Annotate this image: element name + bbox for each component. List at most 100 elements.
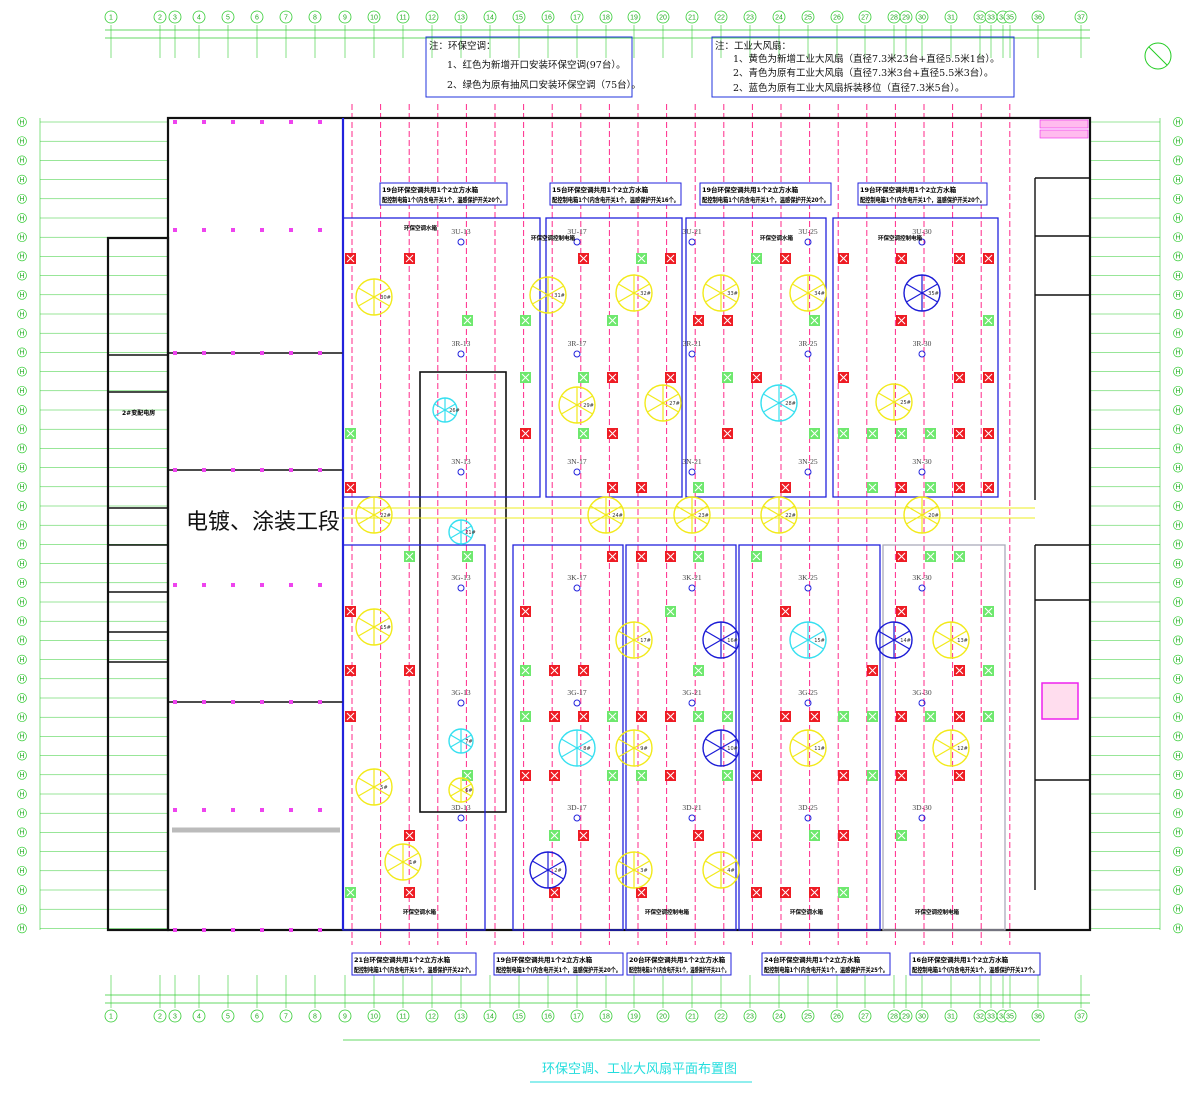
ac-group-line1: 20台环保空调共用1个2立方水箱 [629, 955, 726, 964]
column-dot [173, 468, 177, 472]
row-axis-bubble [1173, 462, 1183, 473]
column-dot [260, 700, 264, 704]
new-fan-icon: 1# [384, 843, 422, 881]
column-dot [260, 808, 264, 812]
axis-label: 21 [688, 15, 696, 22]
axis-label: 19 [630, 1014, 638, 1021]
ac-group-line1: 19台环保空调共用1个2立方水箱 [496, 955, 593, 964]
new-ac-unit-icon [780, 482, 791, 493]
fan-number: 4# [727, 868, 734, 874]
valve-icon [573, 468, 581, 476]
column-dot [173, 700, 177, 704]
column-dot [231, 928, 235, 932]
row-axis-bubble [17, 424, 27, 435]
fan-number: 15# [814, 638, 825, 644]
row-axis-bubble [17, 347, 27, 358]
row-axis-bubble [17, 366, 27, 377]
column-dot [289, 928, 293, 932]
axis-bubble [192, 1009, 206, 1023]
zone-label: 3R-25 [799, 339, 818, 348]
new-ac-unit-icon [578, 711, 589, 722]
axis-label: 27 [861, 1014, 869, 1021]
column-dot [318, 351, 322, 355]
axis-bubble [830, 1009, 844, 1023]
column-dot [260, 468, 264, 472]
existing-ac-unit-icon [983, 711, 994, 722]
axis-label: 4 [197, 15, 201, 22]
row-axis-label: H [1175, 177, 1180, 184]
row-axis-bubble [1173, 117, 1183, 127]
existing-ac-unit-icon [607, 770, 618, 781]
new-fan-icon: 29# [558, 386, 596, 424]
column-dot [173, 228, 177, 232]
ac-group-box [549, 182, 682, 206]
ac-zone-box [832, 217, 999, 498]
axis-bubble [512, 10, 526, 24]
new-ac-unit-icon [896, 253, 907, 264]
axis-label: 13 [457, 15, 465, 22]
zone-label: 3K-25 [798, 573, 817, 582]
row-axis-bubble [1173, 174, 1183, 185]
new-fan-icon: 22# [760, 496, 798, 534]
row-axis-label: H [1175, 580, 1180, 587]
relocated-fan-icon: 35# [903, 274, 941, 312]
column-dot [289, 583, 293, 587]
ac-group-line1: 19台环保空调共用1个2立方水箱 [382, 185, 479, 194]
new-ac-unit-icon [809, 711, 820, 722]
new-fan-icon: 12# [932, 729, 970, 767]
axis-label: 31 [947, 15, 955, 22]
row-axis-bubble [17, 827, 27, 838]
axis-bubble [454, 1009, 468, 1023]
axis-label: 4 [197, 1014, 201, 1021]
industrial-fans: 30#31#32#33#34#35#26#29#27#28#25#22#21#2… [355, 274, 970, 889]
axis-bubble [899, 1009, 913, 1023]
axis-label: 36 [1034, 15, 1042, 22]
new-ac-unit-icon [896, 482, 907, 493]
ac-note-heading: 注：环保空调： [429, 40, 496, 52]
row-axis-bubble [17, 808, 27, 819]
existing-ac-unit-icon [404, 551, 415, 562]
zone-label: 3G-25 [798, 688, 817, 697]
new-ac-unit-icon [838, 372, 849, 383]
axis-label: 29 [902, 1014, 910, 1021]
row-axis-bubble [17, 712, 27, 723]
new-ac-unit-icon [345, 482, 356, 493]
new-ac-unit-icon [345, 253, 356, 264]
row-axis-label: H [1175, 542, 1180, 549]
axis-bubble [396, 1009, 410, 1023]
axis-label: 6 [255, 15, 259, 22]
column-dot [173, 928, 177, 932]
ac-group-label: 21台环保空调共用1个2立方水箱配控制电箱1个(内含电开关1个，温感保护开关22… [351, 952, 477, 976]
zone-label: 3G-30 [912, 688, 931, 697]
existing-ac-unit-icon [462, 770, 473, 781]
row-axis-bubble [1173, 558, 1183, 569]
column-dot [289, 351, 293, 355]
axis-label: 2 [158, 15, 162, 22]
valve-icon [804, 238, 812, 246]
new-fan-icon: 22# [355, 496, 393, 534]
ac-group-line1: 19台环保空调共用1个2立方水箱 [860, 185, 957, 194]
column-dot [202, 468, 206, 472]
valve-icon [804, 699, 812, 707]
fan-number: 27# [669, 401, 680, 407]
new-ac-unit-icon [607, 428, 618, 439]
row-axis-label: H [1175, 695, 1180, 702]
row-axis-label: H [1175, 523, 1180, 530]
existing-fan-icon: 8# [558, 729, 596, 767]
control-box-tag: 环保空调控制电箱 [531, 234, 576, 242]
new-fan-icon: 27# [644, 384, 682, 422]
row-axis-label: H [1175, 235, 1180, 242]
axis-label: 5 [226, 1014, 230, 1021]
ac-group-line2: 配控制电箱1个(内含电开关1个，温感保护开关21个。 [629, 965, 729, 974]
row-axis-bubble [1173, 654, 1183, 665]
column-dot [289, 120, 293, 124]
zone-label: 3K-21 [682, 573, 701, 582]
valve-icon [688, 699, 696, 707]
new-ac-unit-icon [607, 551, 618, 562]
ac-group-label: 19台环保空调共用1个2立方水箱配控制电箱1个(内含电开关1个，温感保护开关20… [857, 182, 988, 206]
axis-label: 17 [573, 1014, 581, 1021]
axis-bubble [599, 10, 613, 24]
row-axis-label: H [1175, 907, 1180, 914]
valve-icon [918, 238, 926, 246]
zone-label: 3U-17 [567, 227, 586, 236]
